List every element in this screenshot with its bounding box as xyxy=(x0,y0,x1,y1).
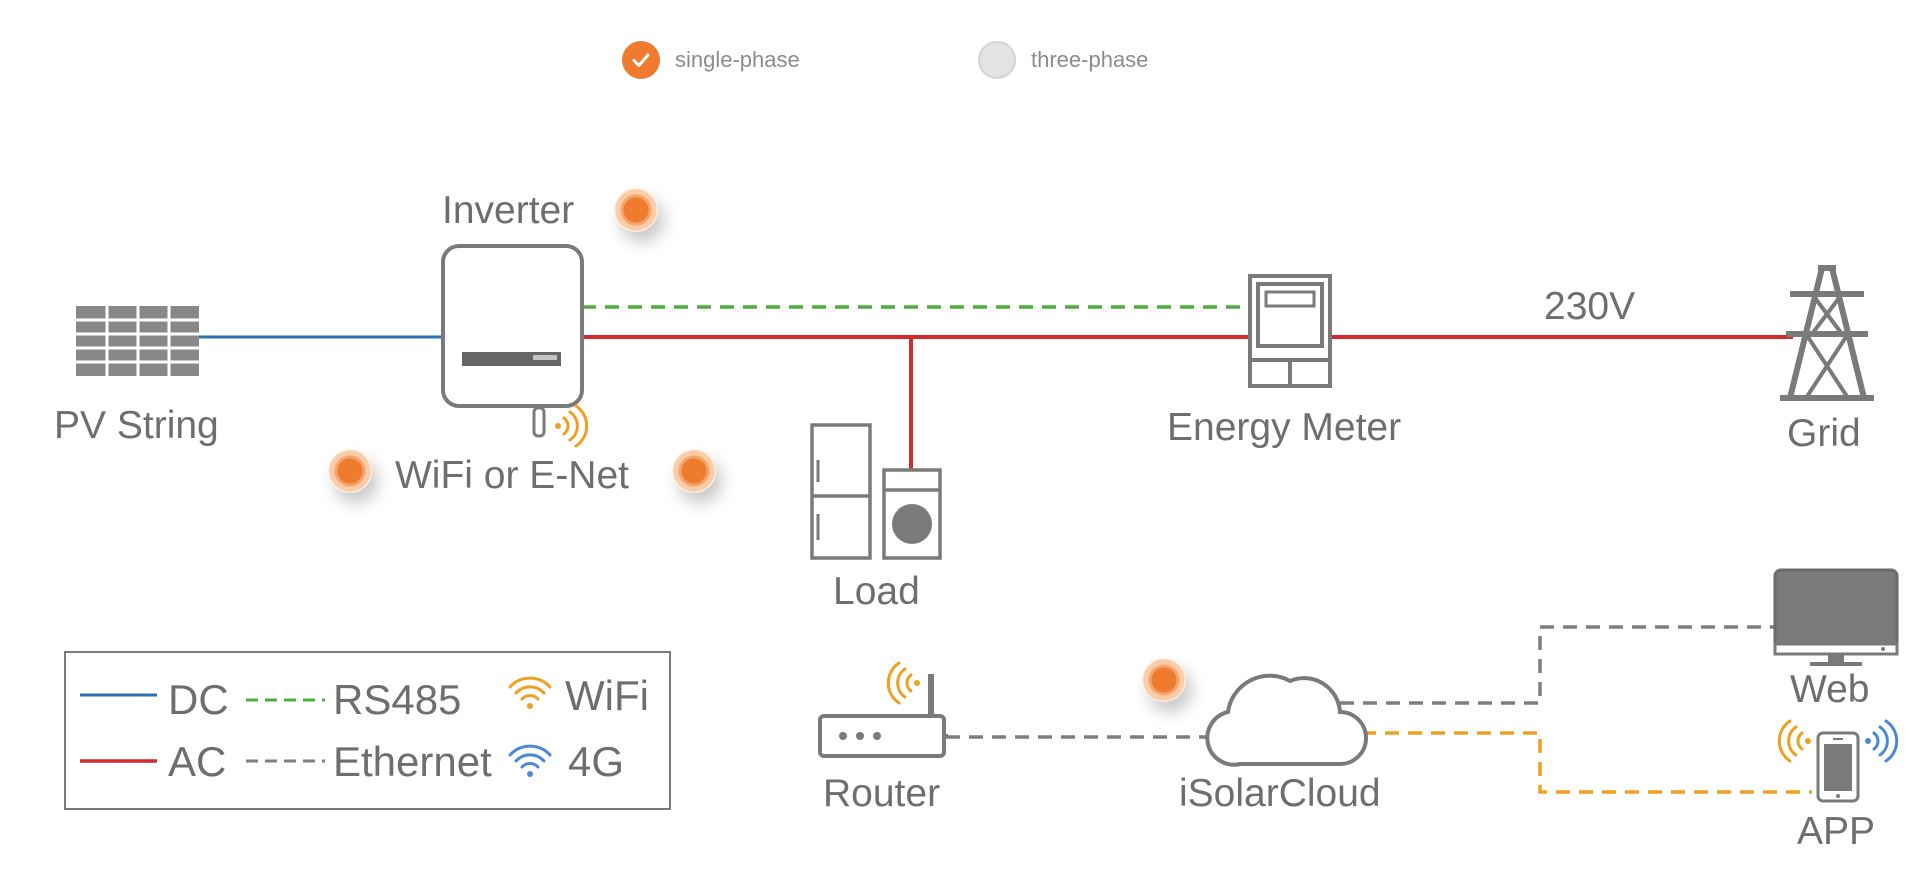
grid-label: Grid xyxy=(1787,412,1861,455)
legend-4g-label: 4G xyxy=(568,738,625,785)
wifi-enet-label: WiFi or E-Net xyxy=(395,454,629,497)
three-phase-option[interactable]: three-phase xyxy=(978,40,1148,80)
single-phase-option[interactable]: single-phase xyxy=(622,40,800,80)
web-label: Web xyxy=(1790,668,1870,711)
inverter-label: Inverter xyxy=(442,189,575,232)
single-phase-label: single-phase xyxy=(675,47,800,72)
inverter-icon xyxy=(441,244,584,438)
legend-ethernet-label: Ethernet xyxy=(333,738,492,785)
inverter-hotspot[interactable] xyxy=(614,188,658,232)
legend-wifi-icon xyxy=(508,676,552,709)
router-wifi-icon xyxy=(886,661,920,705)
energy-meter-icon xyxy=(1248,274,1332,388)
three-phase-label: three-phase xyxy=(1031,47,1149,72)
isolarcloud-label: iSolarCloud xyxy=(1179,772,1381,815)
web-monitor-icon xyxy=(1773,568,1899,666)
ethernet-cable-cloud-web xyxy=(1340,625,1775,705)
cloud-icon xyxy=(1205,673,1368,767)
load-appliances-icon xyxy=(810,423,942,560)
legend-box xyxy=(64,651,671,810)
legend-4g-icon xyxy=(508,744,552,777)
legend-dc-label: DC xyxy=(168,676,229,723)
app-label: APP xyxy=(1797,810,1876,853)
wifi-cable-cloud-app xyxy=(1362,731,1812,794)
legend-wifi-label: WiFi xyxy=(565,672,649,719)
legend-rs485-label: RS485 xyxy=(333,676,462,723)
isolarcloud-hotspot[interactable] xyxy=(1142,658,1186,702)
wifi-hotspot[interactable] xyxy=(328,449,372,493)
router-label: Router xyxy=(823,772,941,815)
pv-panel-icon xyxy=(76,306,199,376)
router-icon xyxy=(818,674,948,758)
grid-tower-icon xyxy=(1780,265,1874,401)
load-label: Load xyxy=(833,570,920,613)
app-wifi-icon xyxy=(1777,719,1811,763)
voltage-label: 230V xyxy=(1544,285,1636,328)
enet-hotspot[interactable] xyxy=(672,449,716,493)
pv-string-label: PV String xyxy=(54,404,219,447)
radio-empty-icon xyxy=(978,41,1016,79)
energy-meter-label: Energy Meter xyxy=(1167,406,1402,449)
inverter-wifi-icon xyxy=(555,404,589,448)
legend-ac-label: AC xyxy=(168,738,227,785)
check-icon xyxy=(622,41,660,79)
app-phone-icon xyxy=(1816,731,1860,803)
app-4g-icon xyxy=(1865,719,1899,763)
